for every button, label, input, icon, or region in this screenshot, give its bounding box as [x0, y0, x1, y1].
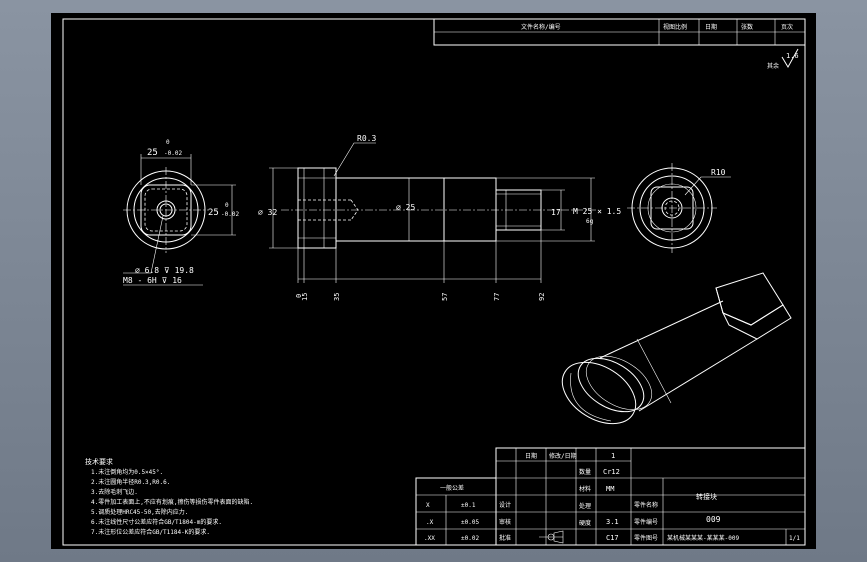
side-dim-small: 17	[551, 208, 561, 217]
label-part-name: 零件名称	[634, 501, 658, 509]
col-head-date: 日期	[525, 452, 537, 460]
side-x-77: 77	[493, 293, 501, 301]
note-line-4: 4.零件加工表面上,不应有划痕,擦伤等损伤零件表面的缺陷.	[91, 498, 253, 506]
tol-title: 一般公差	[440, 484, 464, 492]
attr-label-treatment: 处理	[579, 502, 591, 510]
right-radius: R10	[711, 168, 726, 177]
front-dim-right: 25	[208, 208, 219, 218]
front-tol-right-lower: -0.02	[221, 211, 239, 218]
side-x-57: 57	[441, 293, 449, 301]
drawing-canvas[interactable]: 文件名称/编号 视图比例 日期 张数 页次 其余 1.6	[51, 13, 816, 549]
side-x-92: 92	[538, 293, 546, 301]
tol-row-3-key: .XX	[424, 535, 435, 542]
attr-value-treatment: MM	[606, 485, 614, 493]
tol-row-2-key: .X	[426, 519, 434, 526]
front-tol-right-upper: 0	[225, 202, 229, 209]
header-title-cell: 文件名称/编号	[521, 23, 561, 31]
front-hole-note-2: M8 - 6H ⊽ 16	[123, 276, 182, 285]
role-design: 设计	[499, 501, 511, 509]
attr-label-hardness: 硬度	[579, 519, 591, 527]
side-dia-left: ⌀ 32	[258, 208, 277, 217]
note-line-5: 5.调质处理HRC45-50,去除内应力.	[91, 508, 188, 516]
front-view: 25 0 -0.02 25 0 -0.02 ⌀ 6.8 ⊽ 19.8 M8 - …	[123, 139, 239, 286]
front-dim-top: 25	[147, 148, 158, 158]
isometric-view	[561, 272, 792, 425]
side-view: R0.3 ⌀ 32 ⌀ 25 17 M 25 × 1.5 6g	[258, 134, 621, 301]
front-tol-top-lower: -0.02	[164, 150, 182, 157]
role-review: 审核	[499, 518, 511, 526]
note-line-3: 3.去除毛刺飞边.	[91, 488, 138, 496]
roughness-value: 1.6	[786, 52, 799, 60]
notes-title: 技术要求	[85, 457, 113, 466]
tol-row-3-val: ±0.02	[461, 535, 479, 542]
attr-label-material: 材料	[579, 485, 591, 493]
attr-label-qty: 数量	[579, 468, 591, 476]
title-block: 一般公差 X ±0.1 .X ±0.05 .XX ±0.02	[415, 447, 806, 546]
roughness-label: 其余	[767, 62, 779, 70]
roughness-symbol: 其余 1.6	[767, 48, 799, 70]
label-drawing-number: 零件图号	[634, 534, 658, 542]
note-line-7: 7.未注形位公差应符合GB/T1184-K的要求.	[91, 528, 210, 536]
drawing-number: 某机械某某某-某某某-009	[667, 534, 739, 542]
attr-value-qty: 1	[611, 452, 615, 460]
side-thread: M 25 × 1.5	[573, 207, 621, 216]
attr-value-hardness: 3.1	[606, 518, 619, 526]
side-thread-sub: 6g	[586, 218, 594, 225]
tol-row-2-val: ±0.05	[461, 519, 479, 526]
note-line-1: 1.未注倒角均为0.5×45°.	[91, 468, 163, 476]
header-cell-page: 页次	[781, 23, 793, 31]
technical-notes: 技术要求 1.未注倒角均为0.5×45°. 2.未注圆角半径R0.3,R0.6.…	[85, 457, 253, 536]
header-cell-date: 日期	[705, 23, 717, 31]
col-head-revision: 修改/日期	[549, 452, 577, 460]
projection-symbol	[539, 530, 564, 544]
drawing-sheet[interactable]: 文件名称/编号 视图比例 日期 张数 页次 其余 1.6	[51, 13, 816, 549]
header-cell-scale: 视图比例	[663, 23, 687, 31]
label-part-number: 零件编号	[634, 518, 658, 526]
attr-value-material: Cr12	[603, 468, 620, 476]
sheet-number: 1/1	[789, 535, 800, 542]
right-view: R10	[627, 163, 731, 253]
front-hole-note-1: ⌀ 6.8 ⊽ 19.8	[135, 266, 194, 275]
header-strip: 文件名称/编号 视图比例 日期 张数 页次	[433, 18, 806, 46]
side-dia-mid: ⌀ 25	[396, 203, 415, 212]
side-radius: R0.3	[357, 134, 376, 143]
tol-row-1-val: ±0.1	[461, 502, 476, 509]
attr-value-grade: C17	[606, 534, 619, 542]
part-name: 转接块	[696, 492, 717, 501]
front-tol-top-upper: 0	[166, 139, 170, 146]
role-approve: 批准	[499, 534, 511, 542]
side-x-15: 15	[301, 293, 309, 301]
side-x-0: 0	[295, 294, 303, 298]
note-line-2: 2.未注圆角半径R0.3,R0.6.	[91, 478, 170, 486]
part-number: 009	[706, 515, 721, 524]
side-x-35: 35	[333, 293, 341, 301]
note-line-6: 6.未注线性尺寸公差应符合GB/T1804-m的要求.	[91, 518, 222, 526]
tol-row-1-key: X	[426, 502, 430, 509]
header-cell-count: 张数	[741, 23, 753, 31]
